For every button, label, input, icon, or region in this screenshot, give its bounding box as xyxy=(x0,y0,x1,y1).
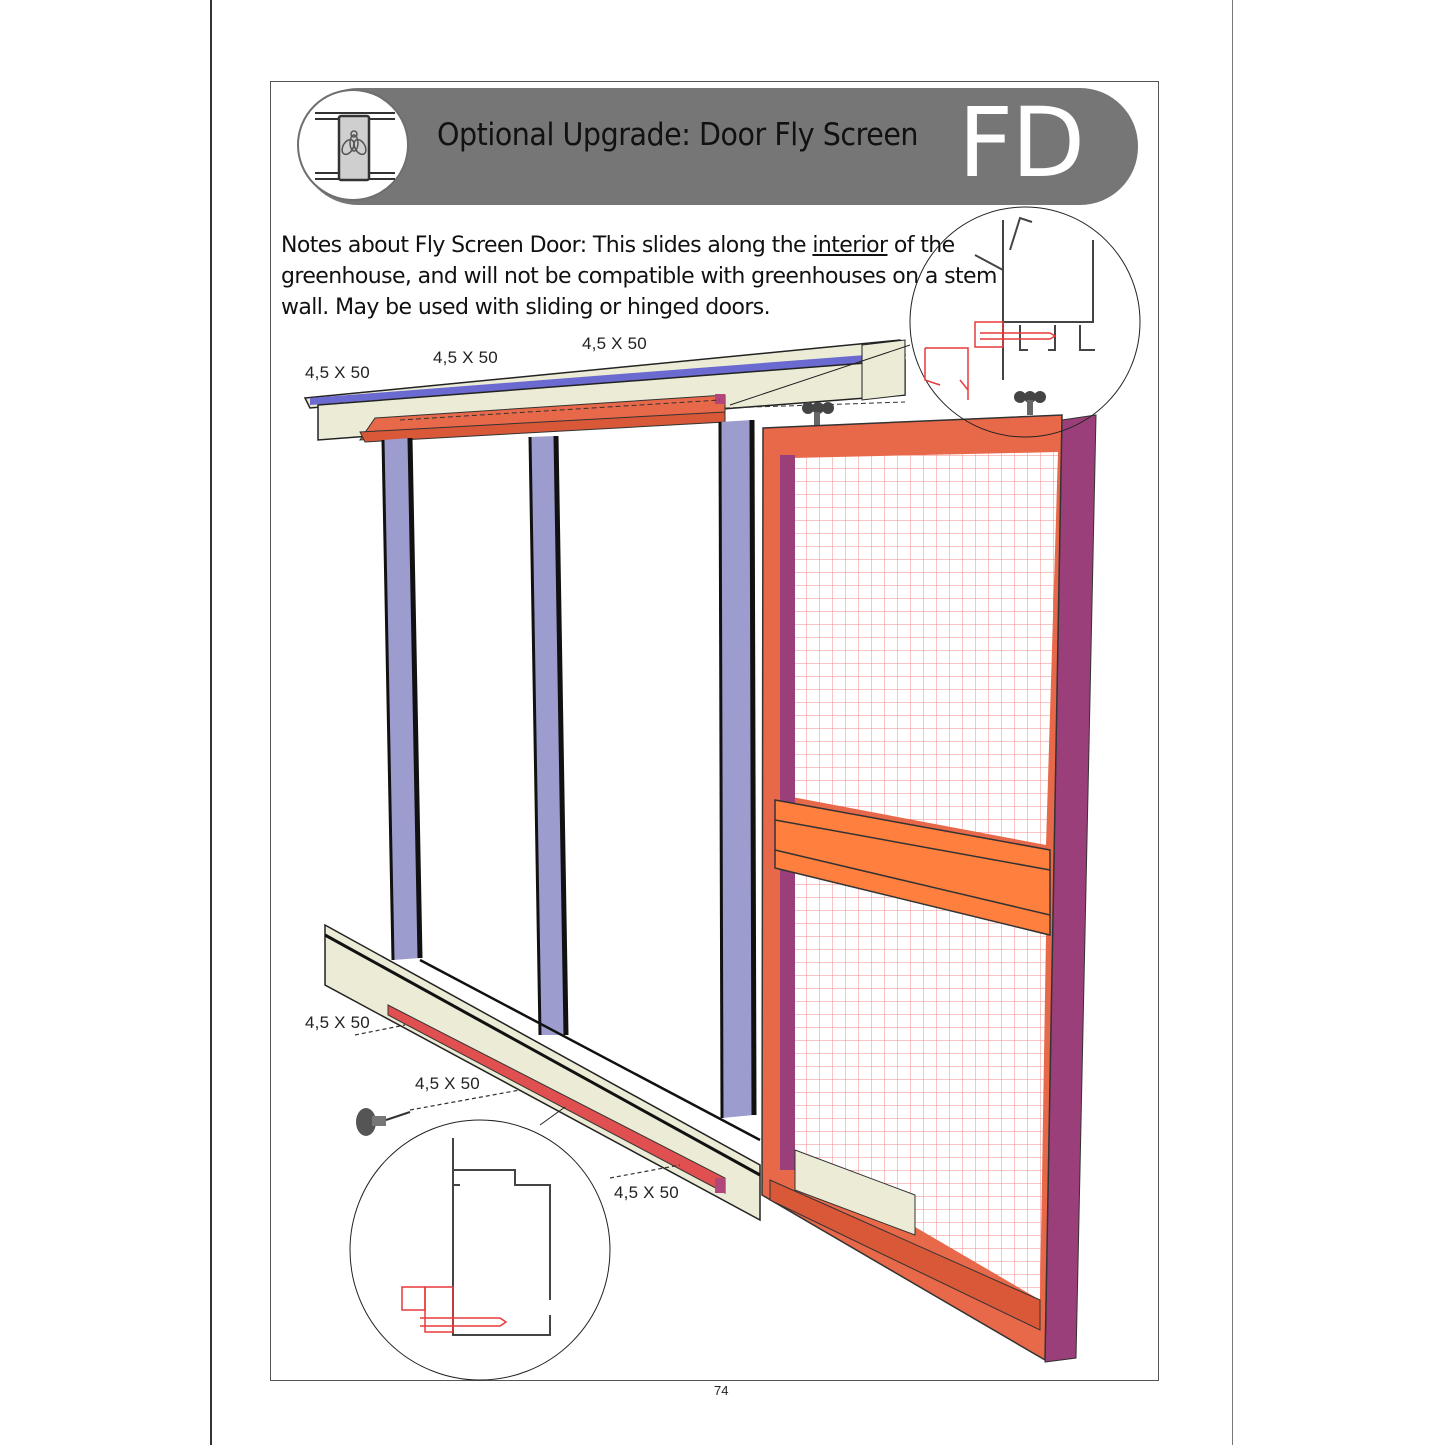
section-code: FD xyxy=(958,87,1085,199)
header-banner xyxy=(300,88,1138,205)
dimension-label-bottom-left: 4,5 X 50 xyxy=(305,1013,370,1032)
page-title: Optional Upgrade: Door Fly Screen xyxy=(437,117,919,153)
page-edge-left xyxy=(210,0,212,1445)
dimension-label-bottom-right: 4,5 X 50 xyxy=(614,1183,679,1202)
fly-icon xyxy=(341,130,367,156)
page-edge-right xyxy=(1232,0,1233,1445)
notes-prefix: Notes about Fly Screen Door: This slides… xyxy=(281,233,813,258)
notes-underlined: interior xyxy=(812,233,888,258)
notes-suffix: of the greenhouse, and will not be compa… xyxy=(281,233,997,320)
dimension-label-bottom-middle: 4,5 X 50 xyxy=(415,1074,480,1093)
dimension-label-top-right: 4,5 X 50 xyxy=(582,334,647,353)
dimension-label-top-left: 4,5 X 50 xyxy=(305,363,370,382)
dimension-label-top-middle: 4,5 X 50 xyxy=(433,348,498,367)
page-number: 74 xyxy=(714,1383,729,1398)
notes-paragraph: Notes about Fly Screen Door: This slides… xyxy=(281,230,1001,323)
fly-screen-door-icon xyxy=(297,89,409,201)
